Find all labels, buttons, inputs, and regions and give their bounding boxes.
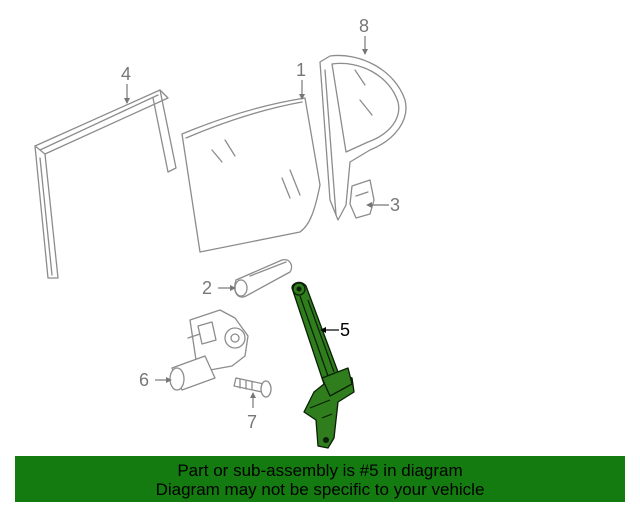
part-8-quarter-glass [319,54,407,221]
highlight-info-banner: Part or sub-assembly is #5 in diagram Di… [15,456,625,502]
exploded-parts-diagram: 4 1 8 3 [34,16,407,449]
part-2-glass-guide [234,259,293,298]
banner-line-part: Part or sub-assembly is #5 in diagram [177,461,463,480]
part-7-bolt [233,377,272,398]
callout-8: 8 [359,16,369,36]
banner-line-disclaimer: Diagram may not be specific to your vehi… [155,480,485,499]
leader-arrow-2 [230,285,236,291]
leader-arrow-8 [362,49,368,55]
part-6-regulator-motor [169,309,249,391]
callout-1: 1 [296,60,306,80]
part-1-door-glass [181,97,321,253]
leader-arrow-7 [250,392,256,398]
leader-arrow-4 [124,98,130,104]
leader-arrow-1 [299,94,305,100]
leader-arrow-3 [366,202,372,208]
callout-3: 3 [390,195,400,215]
callout-2: 2 [202,278,212,298]
part-5-window-regulator [291,281,355,449]
leader-arrow-6 [166,377,172,383]
leader-arrow-5 [320,327,326,333]
callout-7: 7 [247,412,257,432]
part-4-glass-run-channel [34,89,177,279]
callout-5: 5 [340,320,350,340]
part-3-bracket [349,179,375,219]
callout-4: 4 [121,64,131,84]
callout-6: 6 [139,370,149,390]
